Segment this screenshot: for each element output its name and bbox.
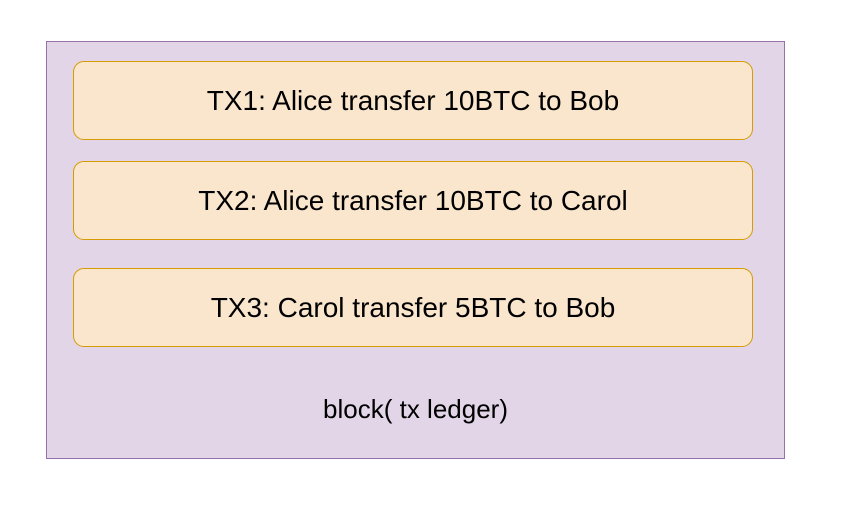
block-label: block( tx ledger) [323,394,508,424]
transaction-box-tx2: TX2: Alice transfer 10BTC to Carol [73,161,753,240]
transaction-box-tx1: TX1: Alice transfer 10BTC to Bob [73,61,753,140]
transaction-label-tx1: TX1: Alice transfer 10BTC to Bob [206,84,620,116]
transaction-label-tx2: TX2: Alice transfer 10BTC to Carol [198,184,628,216]
transaction-label-tx3: TX3: Carol transfer 5BTC to Bob [210,291,616,323]
transaction-box-tx3: TX3: Carol transfer 5BTC to Bob [73,268,753,347]
